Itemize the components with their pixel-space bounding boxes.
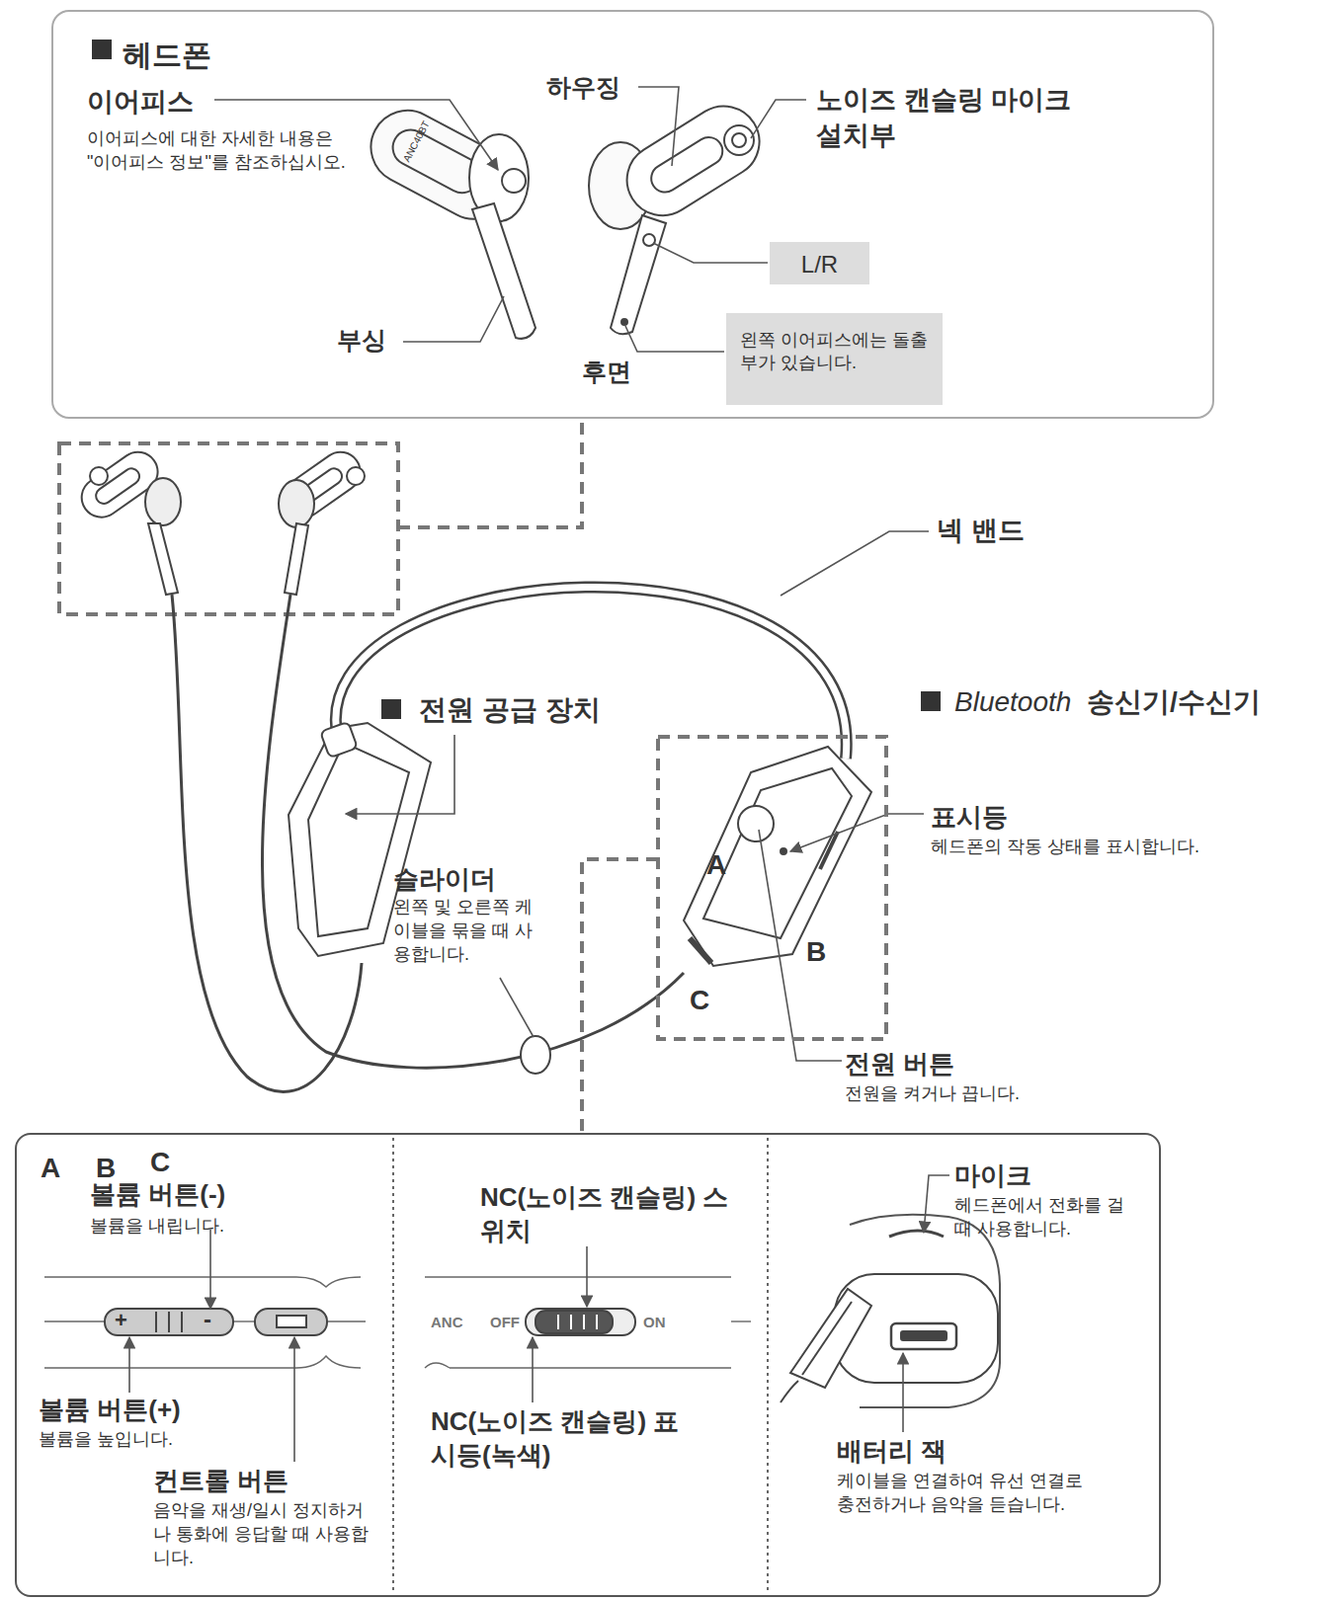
part-label: 배터리 잭 (836, 1434, 947, 1469)
part-label: 볼륨 버튼(-) (89, 1177, 226, 1212)
switch-text: ANC (430, 1313, 464, 1333)
description-text: 헤드폰의 작동 상태를 표시합니다. (930, 835, 1257, 860)
node-text: L/R (769, 248, 870, 280)
switch-text: OFF (490, 1313, 520, 1333)
button-symbol: - (203, 1304, 212, 1336)
part-label: 컨트롤 버튼 (153, 1464, 289, 1498)
section-heading: 송신기/수신기 (1086, 684, 1261, 722)
description-text: 볼륨을 높입니다. (38, 1428, 173, 1453)
part-label: 후면 (581, 355, 632, 389)
part-label: 전원 버튼 (844, 1047, 955, 1081)
callout-letter: C (689, 983, 710, 1020)
section-heading: 전원 공급 장치 (418, 692, 601, 730)
section-box: 헤드폰 L/R 왼쪽 이어피스에는 돌출부가 있습니다. (51, 9, 1215, 419)
description-text: 음악을 재생/일시 정지하거나 통화에 응답할 때 사용합니다. (153, 1499, 376, 1570)
node-text: 왼쪽 이어피스에는 돌출부가 있습니다. (740, 329, 933, 376)
description-text: 왼쪽 및 오른쪽 케이블을 묶을 때 사용합니다. (393, 896, 542, 967)
tag-box: L/R (769, 242, 870, 285)
switch-text: ON (643, 1313, 666, 1333)
node-text: 헤드폰 (122, 35, 212, 75)
part-label: 표시등 (930, 800, 1008, 834)
part-label: 부싱 (336, 324, 387, 357)
part-label: 하우징 (546, 71, 621, 104)
part-label: 마이크 (954, 1158, 1032, 1193)
description-text: 볼륨을 내립니다. (89, 1215, 225, 1239)
description-text: 전원을 켜거나 끕니다. (844, 1082, 1142, 1107)
callout-letter: A (706, 847, 727, 885)
part-label: NC(노이즈 캔슬링) 표시등(녹색) (430, 1404, 688, 1474)
part-label: 볼륨 버튼(+) (38, 1393, 181, 1427)
node-text: A (40, 1151, 61, 1187)
part-label: NC(노이즈 캔슬링) 스위치 (480, 1180, 738, 1249)
description-text: 케이블을 연결하여 유선 연결로 충전하거나 음악을 듣습니다. (836, 1470, 1104, 1518)
part-label: 넥 밴드 (936, 513, 1025, 550)
callout-letter: B (806, 934, 826, 972)
description-text: 헤드폰에서 전화를 걸 때 사용합니다. (954, 1194, 1143, 1242)
note-box: 왼쪽 이어피스에는 돌출부가 있습니다. (726, 313, 943, 406)
section-heading: Bluetooth (954, 684, 1071, 722)
part-label: 노이즈 캔슬링 마이크 설치부 (816, 82, 1078, 154)
description-text: 이어피스에 대한 자세한 내용은 "이어피스 정보"를 참조하십시오. (86, 127, 349, 175)
part-label: 슬라이더 (393, 862, 496, 897)
node-subtext: C (150, 1145, 170, 1181)
button-symbol: + (114, 1306, 128, 1335)
part-label: 이어피스 (86, 84, 194, 121)
